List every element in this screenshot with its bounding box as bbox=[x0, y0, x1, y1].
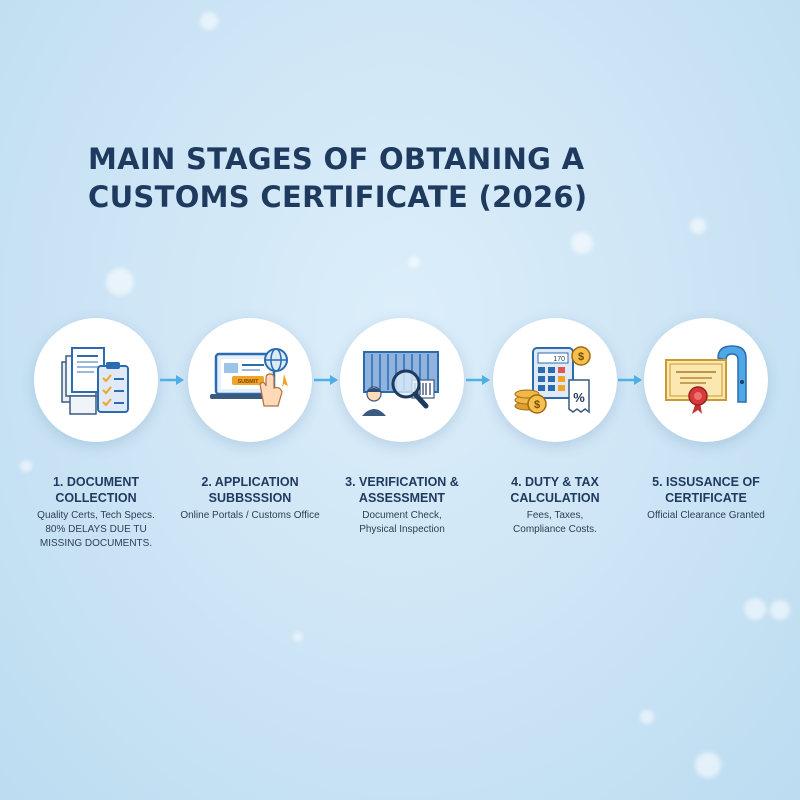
stage-4-label-line-1: 4. DUTY & TAX bbox=[511, 475, 599, 489]
title-line-2: CUSTOMS CERTIFICATE (2026) bbox=[88, 180, 588, 214]
stage-4-label: 4. DUTY & TAX CALCULATION bbox=[475, 474, 635, 506]
stage-2-label-line-2: SUBBSSSION bbox=[208, 491, 292, 505]
dollar-sign-text: $ bbox=[578, 351, 584, 363]
stage-2-label: 2. APPLICATION SUBBSSSION bbox=[170, 474, 330, 506]
arrow-right-icon bbox=[618, 375, 642, 385]
inspection-icon bbox=[362, 351, 439, 416]
stage-4-desc-line-2: Compliance Costs. bbox=[513, 524, 597, 535]
stage-3-desc-line-1: Document Check, bbox=[362, 510, 442, 521]
bokeh-light bbox=[408, 256, 420, 268]
stage-5-desc-line-1: Official Clearance Granted bbox=[647, 510, 765, 521]
stage-1-desc-line-3: MISSING DOCUMENTS. bbox=[39, 538, 153, 549]
stage-2-desc-line-1: Online Portals / Customs Office bbox=[180, 510, 320, 521]
dollar-sign-text: $ bbox=[534, 399, 540, 411]
bokeh-light bbox=[106, 268, 134, 296]
online-portal-icon: SUBMIT bbox=[210, 348, 288, 407]
arrow-right-icon bbox=[466, 375, 490, 385]
calculator-icon: 170 $ $ % bbox=[514, 346, 591, 414]
stage-1-label: 1. DOCUMENT COLLECTION bbox=[16, 474, 176, 506]
submit-button-text: SUBMIT bbox=[237, 379, 259, 385]
stage-4-description: Fees, Taxes, Compliance Costs. bbox=[470, 509, 640, 537]
stage-5-label: 5. ISSUSANCE OF CERTIFICATE bbox=[626, 474, 786, 506]
stage-3-label: 3. VERIFICATION & ASSESSMENT bbox=[322, 474, 482, 506]
stage-3-circle bbox=[340, 318, 464, 442]
stage-1-label-line-2: COLLECTION bbox=[55, 491, 137, 505]
stage-2-description: Online Portals / Customs Office bbox=[165, 509, 335, 523]
stage-4-circle: 170 $ $ % bbox=[493, 318, 617, 442]
bokeh-light bbox=[744, 598, 766, 620]
bokeh-light bbox=[695, 752, 721, 778]
stage-1-circle bbox=[34, 318, 158, 442]
documents-icon bbox=[61, 347, 129, 415]
bokeh-light bbox=[200, 12, 218, 30]
bokeh-light bbox=[690, 218, 706, 234]
stage-2-label-line-1: 2. APPLICATION bbox=[201, 475, 299, 489]
stage-1-desc-line-2: 80% DELAYS DUE TU bbox=[45, 524, 147, 535]
stage-2-circle: SUBMIT bbox=[188, 318, 312, 442]
stage-1-label-line-1: 1. DOCUMENT bbox=[52, 475, 140, 489]
stage-5-description: Official Clearance Granted bbox=[621, 509, 791, 523]
stage-3-label-line-2: ASSESSMENT bbox=[358, 491, 446, 505]
arrow-right-icon bbox=[314, 375, 338, 385]
stage-5-label-line-1: 5. ISSUSANCE OF bbox=[652, 475, 760, 489]
stage-1-description: Quality Certs, Tech Specs. 80% DELAYS DU… bbox=[11, 509, 181, 551]
stage-5-circle bbox=[644, 318, 768, 442]
page-title: MAIN STAGES OF OBTANING A CUSTOMS CERTIF… bbox=[88, 140, 708, 216]
bokeh-light bbox=[293, 632, 303, 642]
stage-3-description: Document Check, Physical Inspection bbox=[317, 509, 487, 537]
bokeh-light bbox=[20, 460, 32, 472]
stage-4-label-line-2: CALCULATION bbox=[510, 491, 600, 505]
bokeh-light bbox=[770, 600, 790, 620]
title-line-1: MAIN STAGES OF OBTANING A bbox=[88, 142, 585, 176]
stage-4-desc-line-1: Fees, Taxes, bbox=[526, 510, 584, 521]
bokeh-light bbox=[571, 232, 593, 254]
calculator-display-text: 170 bbox=[553, 356, 565, 363]
percent-sign-text: % bbox=[573, 390, 585, 405]
stage-3-desc-line-2: Physical Inspection bbox=[359, 524, 445, 535]
stage-3-label-line-1: 3. VERIFICATION & bbox=[345, 475, 459, 489]
stage-5-label-line-2: CERTIFICATE bbox=[665, 491, 747, 505]
arrow-right-icon bbox=[160, 375, 184, 385]
certificate-icon bbox=[665, 345, 747, 414]
bokeh-light bbox=[640, 710, 654, 724]
stage-1-desc-line-1: Quality Certs, Tech Specs. bbox=[37, 510, 155, 521]
